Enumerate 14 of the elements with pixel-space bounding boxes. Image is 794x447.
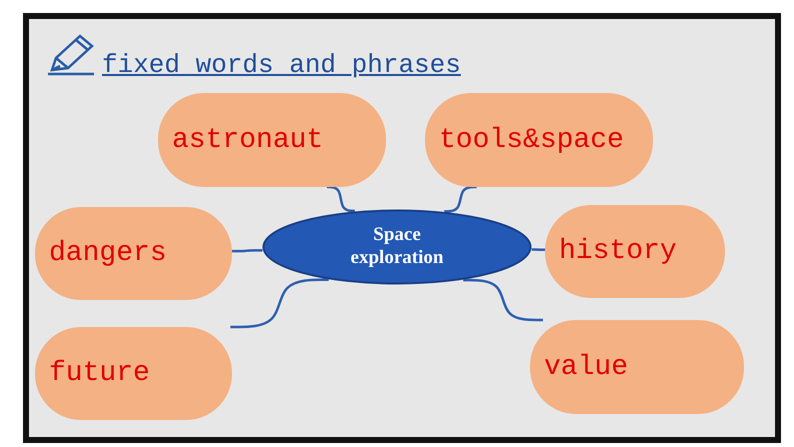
connector-line xyxy=(232,249,263,252)
connector-line xyxy=(326,186,355,212)
topic-label: history xyxy=(559,236,677,267)
topic-label: tools&space xyxy=(439,124,624,156)
topic-label: dangers xyxy=(49,238,167,269)
topic-label: Space exploration xyxy=(350,224,444,270)
connector-line xyxy=(230,278,329,328)
connector-line xyxy=(463,278,543,322)
topic-label: future xyxy=(49,358,150,389)
topic-ellipse xyxy=(262,209,532,285)
connector-line xyxy=(532,248,546,252)
topic-label: value xyxy=(544,352,628,382)
topic-label: astronaut xyxy=(172,124,324,156)
heading: fixed words and phrases xyxy=(102,50,461,80)
